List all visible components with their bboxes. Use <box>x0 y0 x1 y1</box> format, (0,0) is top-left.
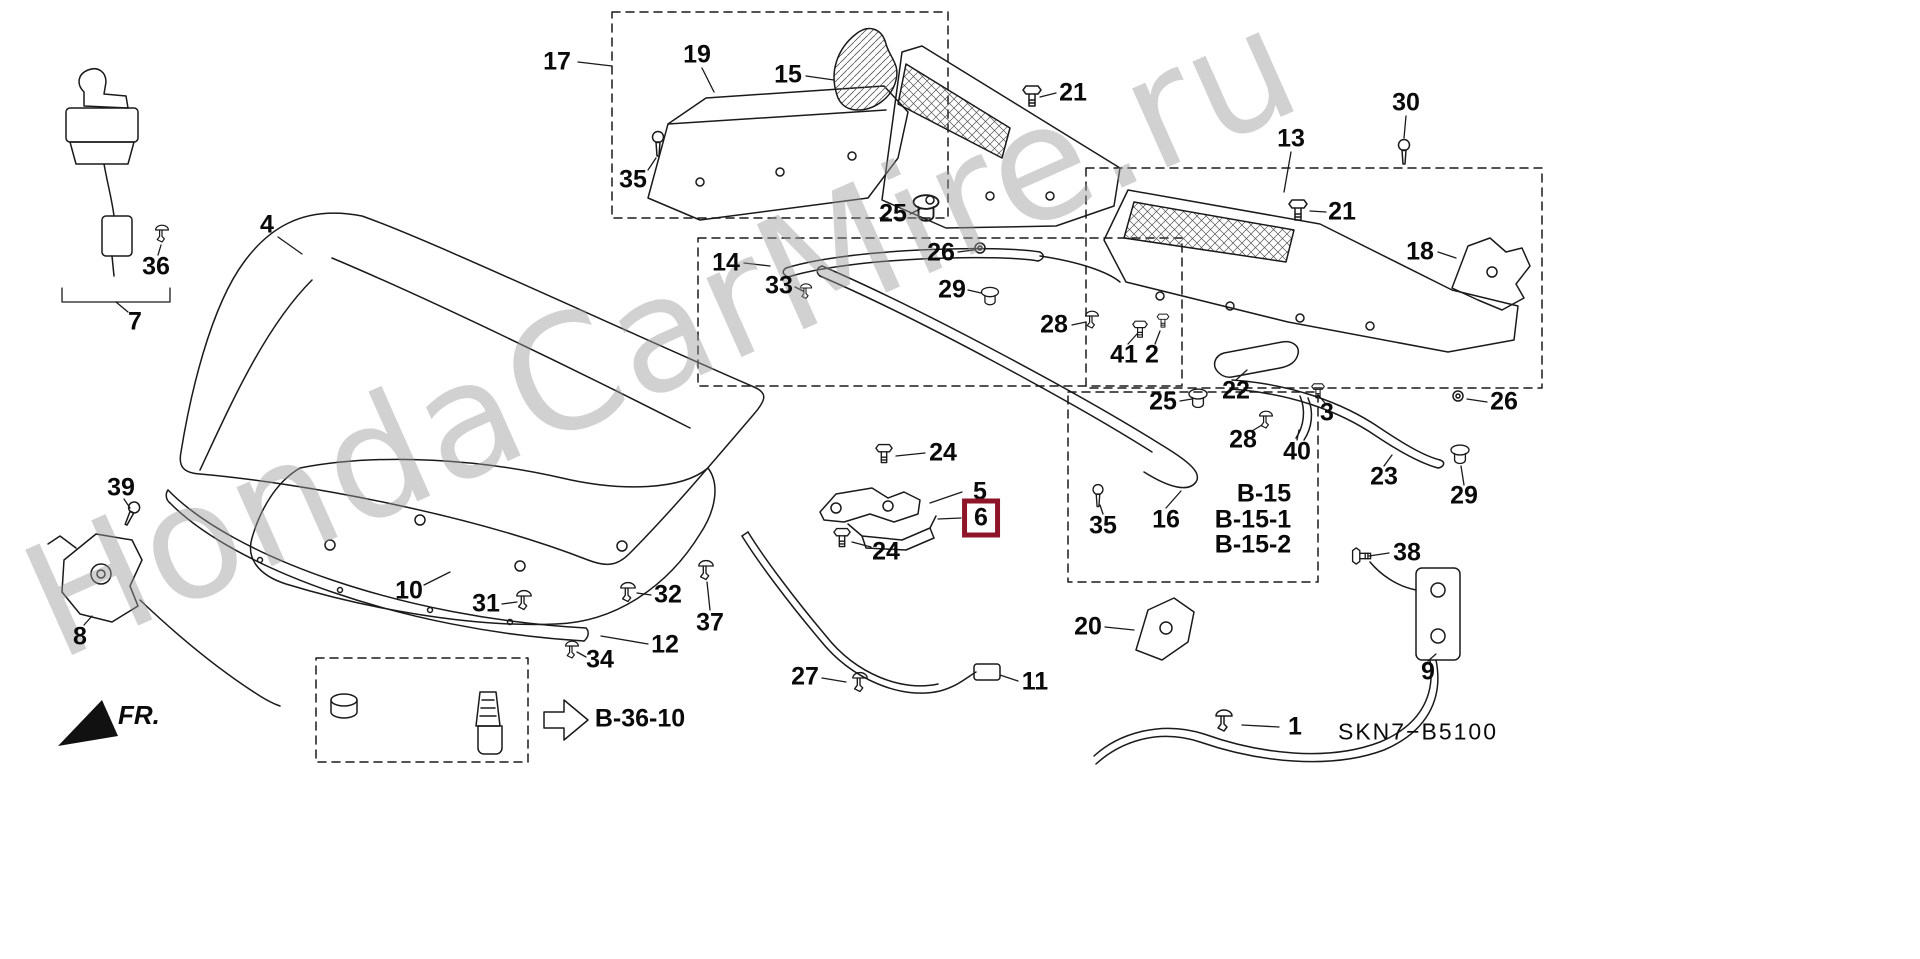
hood-latch-assembly <box>65 68 139 277</box>
callout-29b[interactable]: 29 <box>1450 481 1478 510</box>
callout-38[interactable]: 38 <box>1393 538 1421 567</box>
leader-lines <box>61 61 1488 728</box>
front-rod <box>782 247 1121 283</box>
callout-9[interactable]: 9 <box>1421 657 1435 686</box>
callout-28a[interactable]: 28 <box>1040 310 1068 339</box>
ref-label-b15-1[interactable]: B-15-1 <box>1214 505 1292 534</box>
callout-25b[interactable]: 25 <box>1149 387 1177 416</box>
hood-lock-bracket <box>1135 597 1195 661</box>
ref-label-b15[interactable]: B-15 <box>1236 479 1292 508</box>
clip-37-icon <box>698 559 714 581</box>
callout-36[interactable]: 36 <box>142 252 170 281</box>
callout-26b[interactable]: 26 <box>1490 387 1518 416</box>
callout-13[interactable]: 13 <box>1277 124 1305 153</box>
cowl-top-panel-center <box>881 45 1121 229</box>
hood-lock-assembly <box>47 533 281 707</box>
callout-27[interactable]: 27 <box>791 662 819 691</box>
callout-8[interactable]: 8 <box>73 622 87 651</box>
grommet-29a-icon <box>980 286 1000 306</box>
screw-35b-icon <box>1092 483 1104 508</box>
bolt-2-icon <box>1156 313 1170 328</box>
callout-5[interactable]: 5 <box>973 477 987 506</box>
callout-21b[interactable]: 21 <box>1328 197 1356 226</box>
hood-support-rod <box>816 265 1199 489</box>
clip-34-icon <box>564 640 580 659</box>
ref-label-b15-2[interactable]: B-15-2 <box>1214 530 1292 559</box>
nut-26b-icon <box>1452 390 1464 402</box>
callout-24b[interactable]: 24 <box>872 537 900 566</box>
callout-18[interactable]: 18 <box>1406 237 1434 266</box>
bolt-21b-icon <box>1288 199 1308 221</box>
washer-hose <box>1229 379 1445 469</box>
callout-2[interactable]: 2 <box>1145 340 1159 369</box>
clip-1-icon <box>1215 709 1233 732</box>
callout-34[interactable]: 34 <box>586 645 614 674</box>
cowl-bracket <box>833 27 898 111</box>
clip-28a-icon <box>1084 310 1100 329</box>
hood-wire-right <box>1093 561 1461 765</box>
callout-35b[interactable]: 35 <box>1089 511 1117 540</box>
callout-22[interactable]: 22 <box>1222 376 1250 405</box>
dashpot-tube <box>1213 340 1300 378</box>
callout-21a[interactable]: 21 <box>1059 78 1087 107</box>
callout-33[interactable]: 33 <box>765 271 793 300</box>
dashed-group-boxes <box>315 11 1543 763</box>
bolt-24a-icon <box>875 443 893 464</box>
callout-20[interactable]: 20 <box>1074 612 1102 641</box>
callout-35a[interactable]: 35 <box>619 165 647 194</box>
fasteners <box>120 85 1470 732</box>
callout-29a[interactable]: 29 <box>938 275 966 304</box>
callout-25a[interactable]: 25 <box>879 199 907 228</box>
callout-37[interactable]: 37 <box>696 608 724 637</box>
callout-39[interactable]: 39 <box>107 473 135 502</box>
callout-17[interactable]: 17 <box>543 47 571 76</box>
callout-26a[interactable]: 26 <box>927 238 955 267</box>
callout-12[interactable]: 12 <box>651 630 679 659</box>
callout-31[interactable]: 31 <box>472 589 500 618</box>
callout-40[interactable]: 40 <box>1283 437 1311 466</box>
cowl-top-panel-right <box>1103 189 1519 353</box>
callout-19[interactable]: 19 <box>683 40 711 69</box>
ref-label-b36-10[interactable]: B-36-10 <box>594 704 686 733</box>
callout-32[interactable]: 32 <box>654 580 682 609</box>
diagram-code: SKN7−B5100 <box>1337 718 1499 745</box>
callout-23[interactable]: 23 <box>1370 462 1398 491</box>
hood-seal <box>165 489 589 642</box>
bolt-24b-icon <box>833 527 851 548</box>
screw-35a-icon <box>651 130 665 157</box>
cowl-side-bracket <box>1451 237 1531 311</box>
callout-4[interactable]: 4 <box>260 210 274 239</box>
grommet-29b-icon <box>1450 444 1470 465</box>
screw-30-icon <box>1397 138 1411 165</box>
callout-41[interactable]: 41 <box>1110 340 1138 369</box>
hood-wire-center <box>741 531 1001 694</box>
callout-7[interactable]: 7 <box>128 307 142 336</box>
callout-3[interactable]: 3 <box>1320 398 1334 427</box>
callout-16[interactable]: 16 <box>1152 505 1180 534</box>
callout-24a[interactable]: 24 <box>929 438 957 467</box>
callout-10[interactable]: 10 <box>395 576 423 605</box>
hood-insulator <box>249 458 716 626</box>
b36-10-parts <box>330 691 589 755</box>
callout-11[interactable]: 11 <box>1021 667 1049 696</box>
fr-arrow <box>58 700 118 746</box>
callout-1[interactable]: 1 <box>1288 712 1302 741</box>
fr-direction-label: FR. <box>118 700 160 730</box>
cowl-top-panel-left <box>647 85 909 221</box>
callout-14[interactable]: 14 <box>712 248 740 277</box>
hood-hinge <box>819 487 937 551</box>
bolt-21a-icon <box>1022 85 1042 107</box>
clip-32-icon <box>620 581 636 603</box>
callout-30[interactable]: 30 <box>1392 88 1420 117</box>
bolt-38-icon <box>1351 547 1372 565</box>
callout-15[interactable]: 15 <box>774 60 802 89</box>
clip-31-icon <box>516 589 532 611</box>
bolt-41-icon <box>1132 320 1148 338</box>
clip-36-icon <box>155 224 169 243</box>
hood-panel <box>179 212 765 566</box>
screw-39-icon <box>120 499 143 528</box>
callout-6-highlighted[interactable]: 6 <box>962 498 1000 538</box>
callout-28b[interactable]: 28 <box>1229 425 1257 454</box>
